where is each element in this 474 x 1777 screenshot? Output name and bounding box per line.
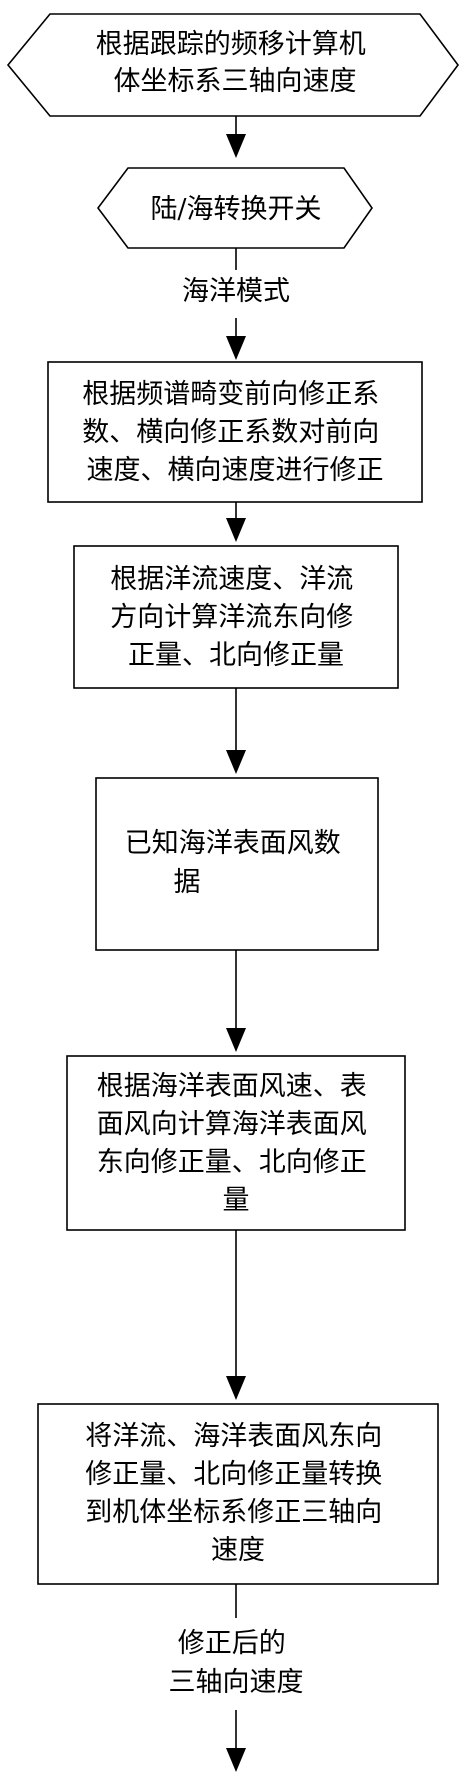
arrow-head-1 — [226, 134, 246, 158]
decision-node-shape — [97, 167, 373, 249]
step-3-line-1: 已知海洋表面风数 — [125, 828, 341, 859]
start-node-line-2: 体坐标系三轴向速度 — [114, 66, 357, 97]
step-1-shape — [47, 361, 423, 503]
arrow-head-6 — [226, 1376, 246, 1400]
step-4-line-3: 东向修正量、北向修正 — [97, 1147, 367, 1178]
start-node-line-1: 根据跟踪的频移计算机 — [96, 29, 366, 60]
step-4-line-2: 面风向计算海洋表面风 — [97, 1109, 367, 1140]
arrow-head-7 — [226, 1748, 246, 1772]
step-1-text: 根据频谱畸变前向修正系 数、横向修正系数对前向 速度、横向速度进行修正 — [82, 379, 388, 486]
step-3-line-2: 据 — [174, 867, 201, 898]
step-1-line-2: 数、横向修正系数对前向 — [82, 417, 379, 448]
arrow-head-3 — [226, 518, 246, 542]
step-5-text: 将洋流、海洋表面风东向 修正量、北向修正量转换 到机体坐标系修正三轴向 速度 — [85, 1421, 391, 1566]
step-5-line-2: 修正量、北向修正量转换 — [85, 1459, 382, 1490]
step-1-line-3: 速度、横向速度进行修正 — [87, 455, 384, 486]
arrow-head-5 — [226, 1028, 246, 1052]
output-label-line-1: 修正后的 — [178, 1628, 286, 1659]
arrow-head-2 — [226, 336, 246, 360]
step-4-line-4: 量 — [223, 1185, 250, 1216]
branch-label: 海洋模式 — [182, 276, 290, 307]
step-4-shape — [66, 1055, 406, 1231]
step-4-line-1: 根据海洋表面风速、表 — [97, 1071, 367, 1102]
step-2-box: 根据洋流速度、洋流 方向计算洋流东向修 正量、北向修正量 — [73, 545, 399, 689]
arrow-head-4 — [226, 750, 246, 774]
start-node: 根据跟踪的频移计算机 体坐标系三轴向速度 — [6, 13, 459, 117]
step-2-shape — [73, 545, 399, 689]
step-3-shape — [95, 777, 379, 951]
step-5-line-3: 到机体坐标系修正三轴向 — [85, 1497, 382, 1528]
step-1-box: 根据频谱畸变前向修正系 数、横向修正系数对前向 速度、横向速度进行修正 — [47, 361, 423, 503]
output-label-line-2: 三轴向速度 — [169, 1667, 304, 1698]
start-node-text: 根据跟踪的频移计算机 体坐标系三轴向速度 — [96, 29, 375, 97]
decision-node-text: 陆/海转换开关 — [150, 194, 321, 225]
decision-node-line-1: 陆/海转换开关 — [150, 194, 321, 225]
step-2-line-1: 根据洋流速度、洋流 — [110, 564, 353, 595]
decision-node: 陆/海转换开关 — [97, 167, 373, 249]
step-5-line-4: 速度 — [211, 1535, 265, 1566]
step-4-box: 根据海洋表面风速、表 面风向计算海洋表面风 东向修正量、北向修正 量 — [66, 1055, 406, 1231]
start-node-shape — [6, 13, 459, 117]
output-label: 修正后的 三轴向速度 — [169, 1628, 304, 1698]
step-5-box: 将洋流、海洋表面风东向 修正量、北向修正量转换 到机体坐标系修正三轴向 速度 — [37, 1403, 439, 1585]
step-3-box: 已知海洋表面风数 据 — [95, 777, 379, 951]
step-4-text: 根据海洋表面风速、表 面风向计算海洋表面风 东向修正量、北向修正 量 — [97, 1071, 376, 1216]
step-2-line-3: 正量、北向修正量 — [128, 640, 344, 671]
branch-label-line-1: 海洋模式 — [182, 276, 290, 307]
step-5-line-1: 将洋流、海洋表面风东向 — [85, 1421, 382, 1452]
step-2-line-2: 方向计算洋流东向修 — [110, 602, 353, 633]
step-1-line-1: 根据频谱畸变前向修正系 — [82, 379, 379, 410]
step-5-shape — [37, 1403, 439, 1585]
step-3-text: 已知海洋表面风数 据 — [125, 828, 350, 898]
step-2-text: 根据洋流速度、洋流 方向计算洋流东向修 正量、北向修正量 — [110, 564, 362, 671]
